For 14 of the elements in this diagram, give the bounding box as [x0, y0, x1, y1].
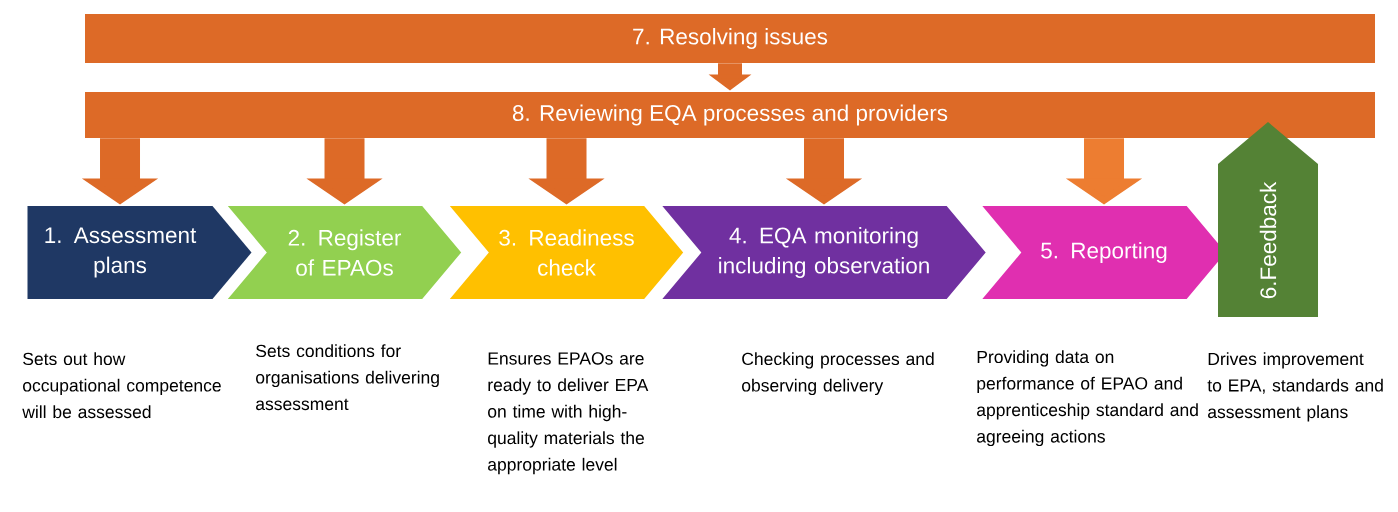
banner: 8. Reviewing EQA processes and providers	[85, 92, 1375, 138]
description-text: Providing data on performance of EPAO and apprenticeship standard and agreeing actions	[977, 350, 1198, 447]
chevron-step: 4. EQA monitoring including observation	[662, 206, 986, 299]
banner: 7. Resolving issues	[85, 14, 1375, 63]
chevron-step: 1. Assessment plans	[27, 206, 252, 299]
chevron-step: 5. Reporting	[982, 206, 1226, 299]
up-arrow-step: 6.Feedback	[1218, 122, 1318, 318]
chevron-step: 3. Readiness check	[449, 206, 684, 299]
description-text: Sets conditions for organisations delivering assessment	[256, 344, 439, 411]
description-text: Drives improvement to EPA, standards and assessment plans	[1207, 352, 1383, 422]
description-text: Checking processes and observing delivery	[742, 352, 934, 396]
chevron-step: 2. Register of EPAOs	[227, 206, 462, 299]
description-text: Sets out how occupational competence will be assessed	[22, 352, 221, 419]
description-text: Ensures EPAOs are ready to deliver EPA on time with high-quality materials the appropriate level	[488, 352, 649, 475]
